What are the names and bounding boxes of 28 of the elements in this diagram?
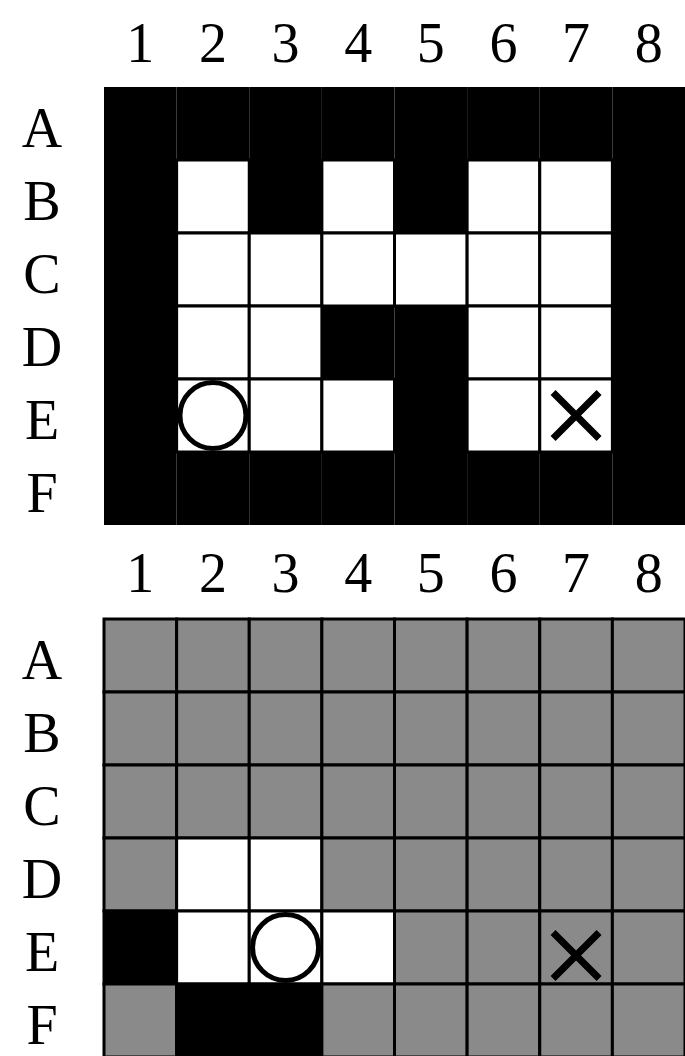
row-letter: A	[20, 99, 64, 156]
column-number: 4	[343, 545, 374, 601]
column-number: 7	[561, 15, 592, 71]
column-number: 7	[561, 545, 592, 601]
column-number: 5	[415, 545, 446, 601]
row-letter: C	[22, 777, 62, 834]
row-letter: E	[23, 923, 61, 980]
column-number: 4	[343, 15, 374, 71]
column-number: 2	[197, 15, 228, 71]
row-letter: F	[25, 996, 59, 1053]
row-letter: B	[22, 172, 62, 229]
column-number: 6	[488, 545, 519, 601]
column-number: 1	[125, 545, 156, 601]
column-number: 1	[125, 15, 156, 71]
row-letter: D	[20, 850, 64, 907]
column-number: 5	[415, 15, 446, 71]
row-letter: C	[22, 245, 62, 302]
row-letter: A	[20, 631, 64, 688]
row-letter: D	[20, 318, 64, 375]
column-number: 2	[197, 545, 228, 601]
row-letter: B	[22, 704, 62, 761]
column-number: 3	[270, 545, 301, 601]
row-letter: E	[23, 391, 61, 448]
column-number: 8	[633, 15, 664, 71]
column-number: 8	[633, 545, 664, 601]
row-letter: F	[25, 464, 59, 521]
column-number: 6	[488, 15, 519, 71]
column-number: 3	[270, 15, 301, 71]
